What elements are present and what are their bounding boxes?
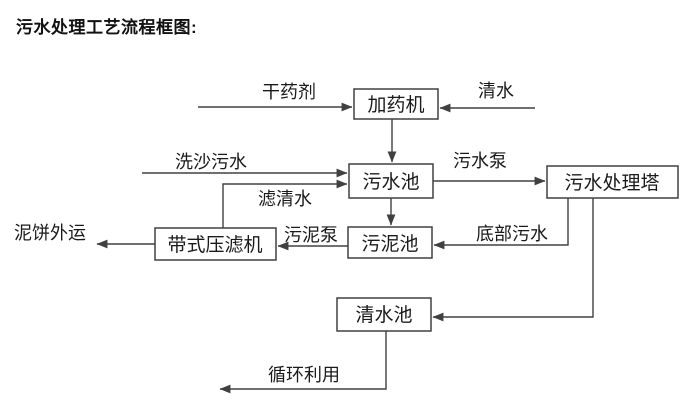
node-belt-filter-press: 带式压滤机	[154, 227, 277, 261]
node-dosing-machine: 加药机	[353, 88, 439, 120]
arrow-bottom-sewage	[433, 198, 569, 250]
label-bottom-sewage: 底部污水	[476, 224, 548, 244]
label-sewage-pump: 污水泵	[453, 151, 507, 171]
arrow-filtered-water	[222, 179, 348, 228]
node-treatment-tower-box	[546, 165, 679, 199]
node-belt-filter-press-box	[154, 227, 277, 261]
label-recycle: 循环利用	[268, 365, 340, 385]
node-clean-water-pool: 清水池	[336, 297, 432, 332]
label-dry-chemical: 干药剂	[262, 82, 316, 102]
label-filtered-water: 滤清水	[258, 189, 312, 209]
node-treatment-tower-label: 污水处理塔	[564, 172, 659, 194]
node-dosing-machine-box	[353, 88, 439, 120]
node-sludge-pool-label: 污泥池	[361, 233, 418, 255]
label-sand-washing-sewage: 洗沙污水	[175, 152, 247, 172]
node-sewage-pool: 污水池	[348, 163, 434, 199]
node-sewage-pool-label: 污水池	[362, 171, 419, 193]
node-clean-water-pool-box	[336, 297, 432, 332]
node-belt-filter-press-label: 带式压滤机	[167, 234, 262, 256]
node-clean-water-pool-label: 清水池	[355, 304, 412, 326]
label-mud-cake-out: 泥饼外运	[14, 223, 86, 243]
node-sludge-pool: 污泥池	[347, 226, 433, 259]
node-treatment-tower: 污水处理塔	[546, 165, 679, 199]
arrow-tower-to-clean-pool	[432, 198, 594, 322]
label-clean-water-in: 清水	[478, 81, 514, 101]
page-title: 污水处理工艺流程框图:	[16, 18, 198, 37]
label-sludge-pump: 污泥泵	[284, 225, 338, 245]
arrow-recycle	[219, 331, 387, 394]
node-sludge-pool-box	[347, 226, 433, 259]
node-sewage-pool-box	[348, 163, 434, 199]
node-dosing-machine-label: 加药机	[367, 94, 424, 116]
